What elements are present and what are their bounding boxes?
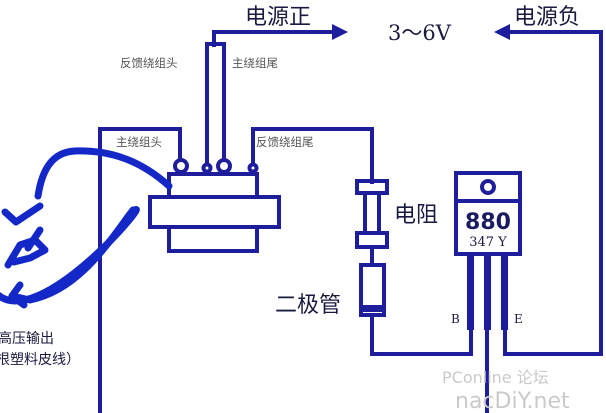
label-diode: 二极管 [275,293,341,318]
watermark-line2: nacDiY.net [455,389,570,413]
diode [359,263,473,356]
resistor [355,179,389,267]
arrow-left-icon [494,24,510,40]
main-winding-head-wire [98,127,182,413]
label-main-tail: 主绕组尾 [232,56,278,70]
hv-output-wire [0,147,173,309]
label-hv-output: 高压输出 [0,330,54,347]
transistor-model: 880 [465,210,511,235]
transformer-pins [173,158,259,174]
transistor: 880 347 Y [454,171,522,413]
label-pin-b: B [451,312,460,326]
transistor-code: 347 Y [469,235,507,250]
label-negative: 电源负 [514,5,580,30]
watermark-line1: PConline 论坛 [442,368,549,387]
label-hv-wire: 根塑料皮线） [0,352,80,368]
label-main-head: 主绕组头 [116,135,162,149]
positive-supply-wire [212,24,348,47]
label-voltage: 3～6V [388,21,452,45]
label-resistor: 电阻 [394,203,438,228]
winding-leads [205,42,226,164]
negative-supply-wire [494,24,603,356]
label-pin-e: E [514,312,523,326]
arrow-right-icon [332,24,348,40]
label-feedback-tail: 反馈绕组尾 [256,135,314,149]
feedback-tail-wire [251,127,374,184]
label-positive: 电源正 [245,5,311,30]
label-feedback-head: 反馈绕组头 [120,56,178,70]
